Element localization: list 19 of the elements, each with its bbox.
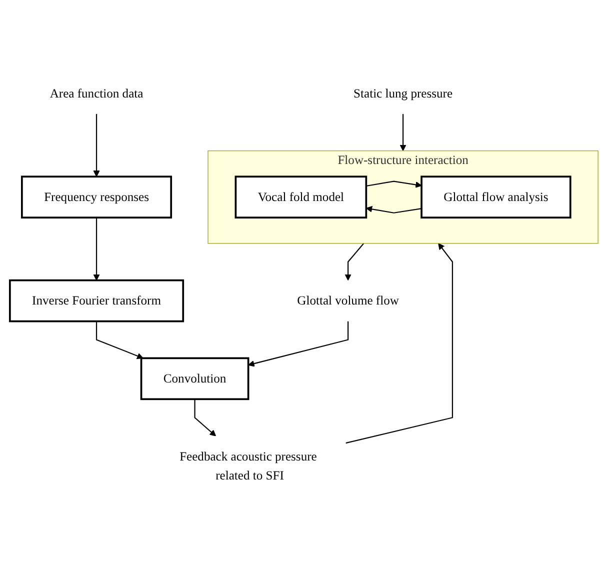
arrow xyxy=(93,114,100,177)
node-text: Static lung pressure xyxy=(354,86,453,100)
arrow xyxy=(346,242,454,444)
node-text: Area function data xyxy=(50,86,144,100)
node-text: Glottal volume flow xyxy=(297,293,399,308)
arrow xyxy=(96,320,144,359)
arrow xyxy=(344,242,364,280)
node-box: Frequency responses xyxy=(21,175,172,218)
arrow xyxy=(248,320,349,366)
node-text: Feedback acoustic pressure related to SFI xyxy=(180,448,317,482)
arrow xyxy=(366,180,422,188)
arrow xyxy=(366,206,422,214)
arrow xyxy=(400,114,406,151)
node-box: Convolution xyxy=(140,356,250,400)
node-box: Glottal flow analysis xyxy=(420,175,572,218)
node-box: Inverse Fourier transform xyxy=(9,279,184,322)
node-box: Vocal fold model xyxy=(234,175,368,218)
arrow xyxy=(194,398,216,436)
arrow xyxy=(93,217,100,280)
